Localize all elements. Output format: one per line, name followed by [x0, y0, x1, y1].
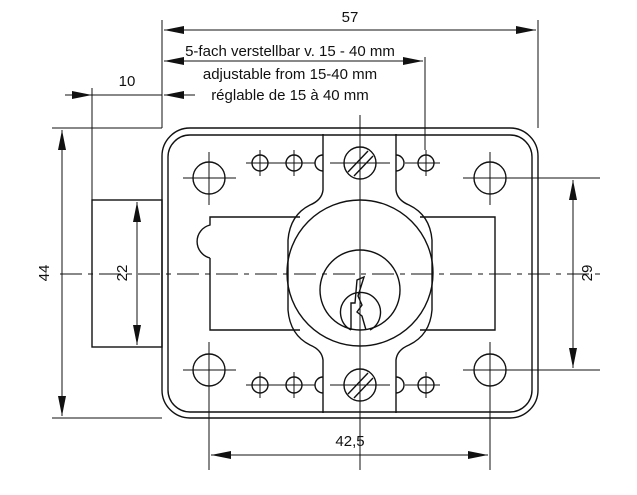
adjustable-label-en: adjustable from 15-40 mm	[203, 66, 377, 83]
adjustable-label-fr: réglable de 15 à 40 mm	[211, 87, 369, 104]
mounting-holes	[183, 152, 600, 470]
key-plug	[339, 291, 382, 331]
dimension-44-label: 44	[36, 265, 53, 282]
cylinder-core	[319, 249, 401, 331]
dimension-42-5-label: 42,5	[335, 433, 364, 450]
dimension-22-label: 22	[114, 265, 131, 282]
adjustable-label-de: 5-fach verstellbar v. 15 - 40 mm	[185, 43, 395, 60]
bolt-slot	[196, 216, 496, 331]
dimension-29-label: 29	[579, 265, 596, 282]
cylinder-outer	[286, 199, 434, 347]
lock-plate-inner	[167, 134, 533, 413]
cylinder-housing	[287, 134, 433, 413]
dimension-57-label: 57	[342, 9, 359, 26]
screw-icon	[343, 146, 377, 402]
lock-plate-outer	[161, 127, 539, 419]
keyway-icon	[350, 275, 367, 331]
dimension-10-label: 10	[119, 73, 136, 90]
adjustment-holes	[246, 150, 440, 398]
